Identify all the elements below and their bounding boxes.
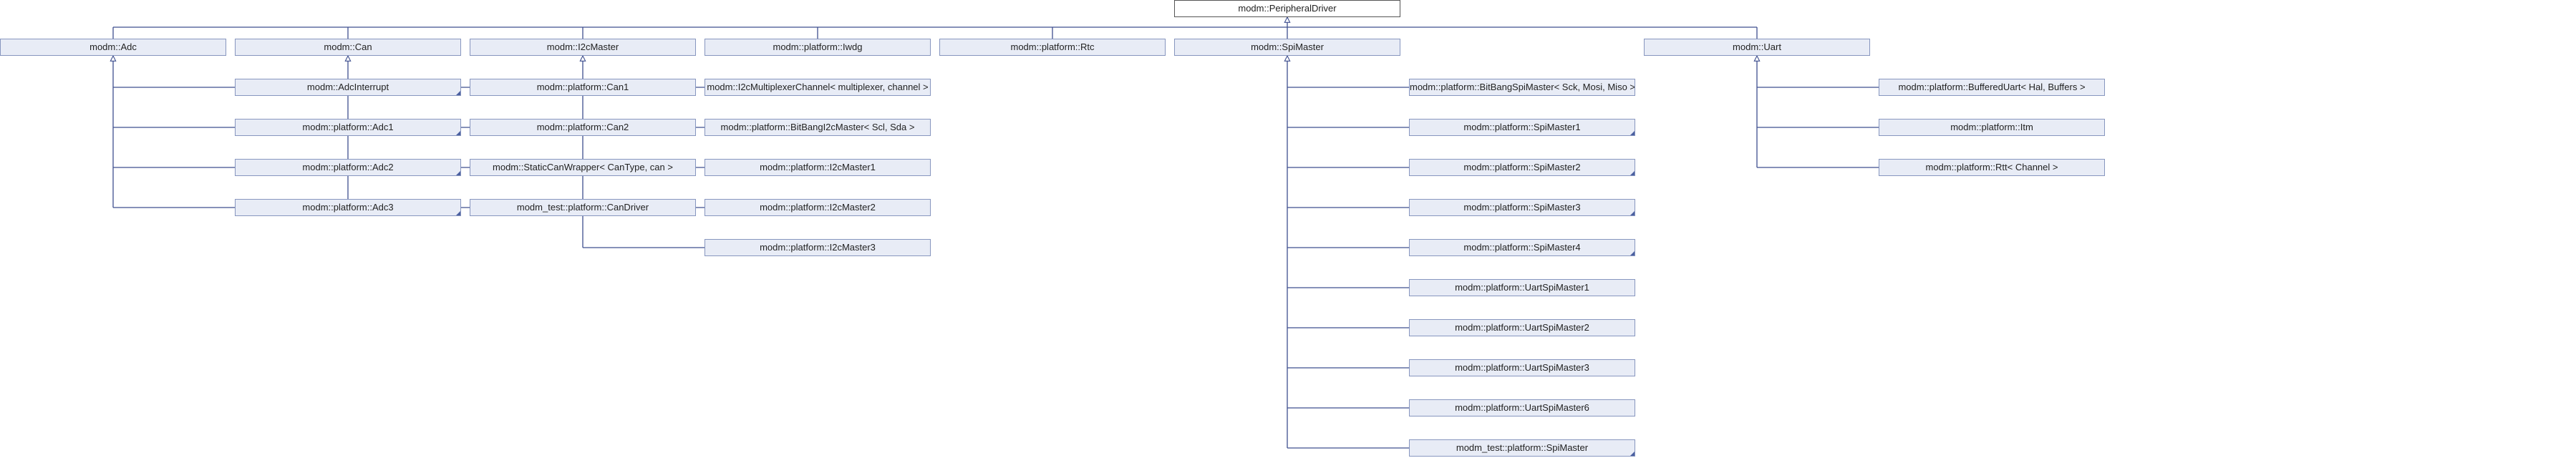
class-node-modm-platform-uartspimaster1[interactable]: modm::platform::UartSpiMaster1 bbox=[1409, 279, 1635, 296]
class-node-modm-uart[interactable]: modm::Uart bbox=[1644, 39, 1870, 56]
class-node-modm-platform-itm-label: modm::platform::Itm bbox=[1950, 122, 2033, 132]
class-node-modm-platform-uartspimaster2-label: modm::platform::UartSpiMaster2 bbox=[1455, 322, 1589, 333]
class-node-modm-staticcanwrapper-cantype-can[interactable]: modm::StaticCanWrapper< CanType, can > bbox=[470, 159, 696, 176]
class-node-modm-platform-rtt-channel[interactable]: modm::platform::Rtt< Channel > bbox=[1879, 159, 2105, 176]
class-node-modm-platform-adc2[interactable]: modm::platform::Adc2 bbox=[235, 159, 461, 176]
class-node-modm-test-platform-spimaster[interactable]: modm_test::platform::SpiMaster bbox=[1409, 439, 1635, 457]
class-node-modm-platform-rtc-label: modm::platform::Rtc bbox=[1010, 42, 1095, 52]
class-node-modm-platform-bitbangspimaster-sck-mosi-miso-label: modm::platform::BitBangSpiMaster< Sck, M… bbox=[1410, 82, 1635, 92]
class-node-modm-platform-uartspimaster3-label: modm::platform::UartSpiMaster3 bbox=[1455, 362, 1589, 373]
class-node-modm-platform-bitbangi2cmaster-scl-sda[interactable]: modm::platform::BitBangI2cMaster< Scl, S… bbox=[704, 119, 931, 136]
class-node-modm-uart-label: modm::Uart bbox=[1733, 42, 1781, 52]
class-node-modm-platform-adc1-label: modm::platform::Adc1 bbox=[302, 122, 394, 132]
class-node-modm-platform-spimaster1-label: modm::platform::SpiMaster1 bbox=[1463, 122, 1581, 132]
class-node-modm-test-platform-spimaster-label: modm_test::platform::SpiMaster bbox=[1456, 442, 1589, 453]
class-node-modm-platform-i2cmaster2-label: modm::platform::I2cMaster2 bbox=[760, 202, 876, 213]
class-node-modm-adcinterrupt[interactable]: modm::AdcInterrupt bbox=[235, 79, 461, 96]
class-node-modm-platform-itm[interactable]: modm::platform::Itm bbox=[1879, 119, 2105, 136]
root-class-label: modm::PeripheralDriver bbox=[1238, 3, 1337, 14]
class-node-modm-i2cmultiplexerchannel-multiplexer-channel-label: modm::I2cMultiplexerChannel< multiplexer… bbox=[707, 82, 929, 92]
class-node-modm-platform-i2cmaster3-label: modm::platform::I2cMaster3 bbox=[760, 242, 876, 253]
class-node-modm-platform-uartspimaster1-label: modm::platform::UartSpiMaster1 bbox=[1455, 282, 1589, 293]
class-node-modm-platform-rtt-channel-label: modm::platform::Rtt< Channel > bbox=[1925, 162, 2058, 172]
class-node-modm-i2cmaster-label: modm::I2cMaster bbox=[546, 42, 619, 52]
class-node-modm-adcinterrupt-label: modm::AdcInterrupt bbox=[306, 82, 389, 92]
class-node-modm-platform-spimaster3[interactable]: modm::platform::SpiMaster3 bbox=[1409, 199, 1635, 216]
class-node-modm-platform-spimaster2-label: modm::platform::SpiMaster2 bbox=[1463, 162, 1581, 172]
class-node-modm-platform-buffereduart-hal-buffers[interactable]: modm::platform::BufferedUart< Hal, Buffe… bbox=[1879, 79, 2105, 96]
class-node-modm-i2cmultiplexerchannel-multiplexer-channel[interactable]: modm::I2cMultiplexerChannel< multiplexer… bbox=[704, 79, 931, 96]
class-node-modm-platform-uartspimaster2[interactable]: modm::platform::UartSpiMaster2 bbox=[1409, 319, 1635, 336]
class-node-modm-spimaster[interactable]: modm::SpiMaster bbox=[1174, 39, 1400, 56]
class-node-modm-platform-buffereduart-hal-buffers-label: modm::platform::BufferedUart< Hal, Buffe… bbox=[1898, 82, 2086, 92]
class-node-modm-platform-iwdg-label: modm::platform::Iwdg bbox=[773, 42, 863, 52]
class-node-modm-test-platform-candriver[interactable]: modm_test::platform::CanDriver bbox=[470, 199, 696, 216]
class-node-modm-staticcanwrapper-cantype-can-label: modm::StaticCanWrapper< CanType, can > bbox=[493, 162, 673, 172]
class-node-modm-platform-uartspimaster6[interactable]: modm::platform::UartSpiMaster6 bbox=[1409, 399, 1635, 416]
class-node-modm-can[interactable]: modm::Can bbox=[235, 39, 461, 56]
class-node-modm-platform-can1-label: modm::platform::Can1 bbox=[536, 82, 629, 92]
class-node-modm-platform-i2cmaster1[interactable]: modm::platform::I2cMaster1 bbox=[704, 159, 931, 176]
class-node-modm-platform-rtc[interactable]: modm::platform::Rtc bbox=[939, 39, 1166, 56]
class-node-modm-spimaster-label: modm::SpiMaster bbox=[1251, 42, 1324, 52]
class-node-modm-platform-adc1[interactable]: modm::platform::Adc1 bbox=[235, 119, 461, 136]
class-node-modm-adc-label: modm::Adc bbox=[89, 42, 137, 52]
class-node-modm-test-platform-candriver-label: modm_test::platform::CanDriver bbox=[516, 202, 649, 213]
class-node-modm-platform-can2-label: modm::platform::Can2 bbox=[536, 122, 629, 132]
class-node-modm-i2cmaster[interactable]: modm::I2cMaster bbox=[470, 39, 696, 56]
class-node-modm-platform-bitbangi2cmaster-scl-sda-label: modm::platform::BitBangI2cMaster< Scl, S… bbox=[720, 122, 915, 132]
class-node-modm-platform-spimaster1[interactable]: modm::platform::SpiMaster1 bbox=[1409, 119, 1635, 136]
class-node-modm-platform-adc3-label: modm::platform::Adc3 bbox=[302, 202, 394, 213]
class-node-modm-platform-i2cmaster1-label: modm::platform::I2cMaster1 bbox=[760, 162, 876, 172]
class-node-modm-adc[interactable]: modm::Adc bbox=[0, 39, 226, 56]
class-node-modm-platform-can2[interactable]: modm::platform::Can2 bbox=[470, 119, 696, 136]
class-node-modm-platform-adc2-label: modm::platform::Adc2 bbox=[302, 162, 394, 172]
class-node-modm-platform-uartspimaster3[interactable]: modm::platform::UartSpiMaster3 bbox=[1409, 359, 1635, 376]
class-node-modm-platform-iwdg[interactable]: modm::platform::Iwdg bbox=[704, 39, 931, 56]
class-node-modm-platform-uartspimaster6-label: modm::platform::UartSpiMaster6 bbox=[1455, 402, 1589, 413]
class-node-modm-platform-i2cmaster3[interactable]: modm::platform::I2cMaster3 bbox=[704, 239, 931, 256]
class-node-modm-platform-spimaster2[interactable]: modm::platform::SpiMaster2 bbox=[1409, 159, 1635, 176]
class-node-modm-can-label: modm::Can bbox=[324, 42, 372, 52]
class-node-modm-platform-bitbangspimaster-sck-mosi-miso[interactable]: modm::platform::BitBangSpiMaster< Sck, M… bbox=[1409, 79, 1635, 96]
class-node-modm-platform-can1[interactable]: modm::platform::Can1 bbox=[470, 79, 696, 96]
class-node-modm-platform-adc3[interactable]: modm::platform::Adc3 bbox=[235, 199, 461, 216]
class-node-modm-platform-spimaster3-label: modm::platform::SpiMaster3 bbox=[1463, 202, 1581, 213]
class-node-modm-platform-spimaster4-label: modm::platform::SpiMaster4 bbox=[1463, 242, 1581, 253]
class-node-modm-platform-spimaster4[interactable]: modm::platform::SpiMaster4 bbox=[1409, 239, 1635, 256]
root-class-node: modm::PeripheralDriver bbox=[1174, 0, 1400, 17]
class-node-modm-platform-i2cmaster2[interactable]: modm::platform::I2cMaster2 bbox=[704, 199, 931, 216]
